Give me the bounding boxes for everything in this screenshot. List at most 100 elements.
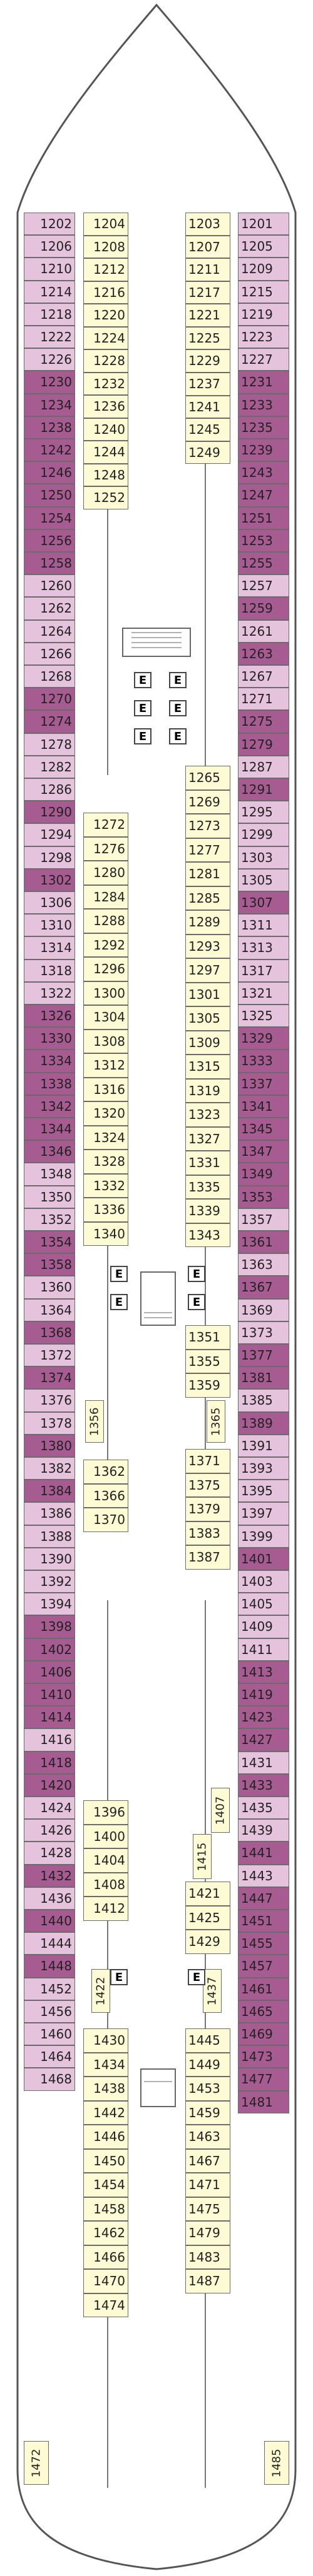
cabin-1237[interactable]: 1237 <box>185 373 230 396</box>
cabin-1278[interactable]: 1278 <box>24 733 75 756</box>
cabin-1442[interactable]: 1442 <box>83 2100 128 2125</box>
cabin-1404[interactable]: 1404 <box>83 1848 128 1873</box>
cabin-1387[interactable]: 1387 <box>185 1545 230 1570</box>
cabin-1383[interactable]: 1383 <box>185 1521 230 1545</box>
cabin-1338[interactable]: 1338 <box>24 1072 75 1095</box>
cabin-1402[interactable]: 1402 <box>24 1638 75 1661</box>
cabin-1474[interactable]: 1474 <box>83 2293 128 2317</box>
cabin-1400[interactable]: 1400 <box>83 1824 128 1848</box>
cabin-1427[interactable]: 1427 <box>238 1728 289 1752</box>
cabin-1457[interactable]: 1457 <box>238 1955 289 1978</box>
cabin-1381[interactable]: 1381 <box>238 1366 289 1390</box>
cabin-1428[interactable]: 1428 <box>24 1842 75 1865</box>
cabin-1364[interactable]: 1364 <box>24 1298 75 1321</box>
cabin-1306[interactable]: 1306 <box>24 891 75 915</box>
cabin-1325[interactable]: 1325 <box>238 1005 289 1028</box>
cabin-1232[interactable]: 1232 <box>83 372 128 395</box>
cabin-1327[interactable]: 1327 <box>185 1126 230 1151</box>
cabin-1395[interactable]: 1395 <box>238 1480 289 1503</box>
cabin-1300[interactable]: 1300 <box>83 981 128 1005</box>
cabin-1295[interactable]: 1295 <box>238 801 289 824</box>
cabin-1291[interactable]: 1291 <box>238 778 289 801</box>
cabin-1424[interactable]: 1424 <box>24 1797 75 1820</box>
cabin-1211[interactable]: 1211 <box>185 258 230 281</box>
cabin-1406[interactable]: 1406 <box>24 1660 75 1683</box>
cabin-1433[interactable]: 1433 <box>238 1773 289 1797</box>
cabin-1272[interactable]: 1272 <box>83 813 128 837</box>
cabin-1333[interactable]: 1333 <box>238 1050 289 1073</box>
cabin-1466[interactable]: 1466 <box>83 2245 128 2269</box>
cabin-1321[interactable]: 1321 <box>238 981 289 1005</box>
cabin-1264[interactable]: 1264 <box>24 619 75 643</box>
cabin-1389[interactable]: 1389 <box>238 1411 289 1435</box>
cabin-1397[interactable]: 1397 <box>238 1502 289 1525</box>
cabin-1384[interactable]: 1384 <box>24 1480 75 1503</box>
cabin-1246[interactable]: 1246 <box>24 461 75 484</box>
cabin-1483[interactable]: 1483 <box>185 2245 230 2269</box>
cabin-1326[interactable]: 1326 <box>24 1005 75 1028</box>
cabin-1468[interactable]: 1468 <box>24 2068 75 2091</box>
cabin-1366[interactable]: 1366 <box>83 1483 128 1508</box>
cabin-1303[interactable]: 1303 <box>238 846 289 869</box>
cabin-1334[interactable]: 1334 <box>24 1050 75 1073</box>
cabin-1250[interactable]: 1250 <box>24 484 75 507</box>
cabin-1359[interactable]: 1359 <box>185 1373 230 1398</box>
cabin-1244[interactable]: 1244 <box>83 441 128 464</box>
cabin-1324[interactable]: 1324 <box>83 1125 128 1150</box>
cabin-1377[interactable]: 1377 <box>238 1344 289 1367</box>
cabin-1436[interactable]: 1436 <box>24 1887 75 1910</box>
cabin-1220[interactable]: 1220 <box>83 304 128 327</box>
cabin-1210[interactable]: 1210 <box>24 258 75 281</box>
cabin-1311[interactable]: 1311 <box>238 914 289 937</box>
cabin-1228[interactable]: 1228 <box>83 349 128 373</box>
cabin-1282[interactable]: 1282 <box>24 755 75 778</box>
cabin-1344[interactable]: 1344 <box>24 1118 75 1141</box>
cabin-1245[interactable]: 1245 <box>185 418 230 441</box>
cabin-1419[interactable]: 1419 <box>238 1683 289 1706</box>
cabin-1337[interactable]: 1337 <box>238 1072 289 1095</box>
cabin-1399[interactable]: 1399 <box>238 1525 289 1548</box>
cabin-1277[interactable]: 1277 <box>185 838 230 862</box>
cabin-1293[interactable]: 1293 <box>185 934 230 958</box>
cabin-1390[interactable]: 1390 <box>24 1547 75 1570</box>
cabin-1380[interactable]: 1380 <box>24 1434 75 1457</box>
cabin-1257[interactable]: 1257 <box>238 574 289 598</box>
cabin-1431[interactable]: 1431 <box>238 1751 289 1774</box>
cabin-1460[interactable]: 1460 <box>24 2023 75 2046</box>
cabin-1201[interactable]: 1201 <box>238 213 289 236</box>
cabin-1375[interactable]: 1375 <box>185 1473 230 1497</box>
cabin-1274[interactable]: 1274 <box>24 710 75 733</box>
cabin-1316[interactable]: 1316 <box>83 1077 128 1101</box>
cabin-1227[interactable]: 1227 <box>238 348 289 371</box>
cabin-1281[interactable]: 1281 <box>185 862 230 886</box>
cabin-1447[interactable]: 1447 <box>238 1887 289 1910</box>
cabin-1351[interactable]: 1351 <box>185 1325 230 1350</box>
cabin-1354[interactable]: 1354 <box>24 1231 75 1254</box>
cabin-1423[interactable]: 1423 <box>238 1706 289 1729</box>
cabin-1361[interactable]: 1361 <box>238 1231 289 1254</box>
cabin-1430[interactable]: 1430 <box>83 2028 128 2053</box>
cabin-1362[interactable]: 1362 <box>83 1460 128 1484</box>
cabin-1205[interactable]: 1205 <box>238 235 289 258</box>
cabin-1401[interactable]: 1401 <box>238 1547 289 1570</box>
cabin-1235[interactable]: 1235 <box>238 416 289 439</box>
cabin-1355[interactable]: 1355 <box>185 1349 230 1373</box>
cabin-1444[interactable]: 1444 <box>24 1932 75 1955</box>
cabin-1229[interactable]: 1229 <box>185 349 230 373</box>
cabin-1441[interactable]: 1441 <box>238 1842 289 1865</box>
cabin-1437[interactable]: 1437 <box>203 1969 222 2013</box>
cabin-1287[interactable]: 1287 <box>238 755 289 778</box>
cabin-1280[interactable]: 1280 <box>83 861 128 885</box>
cabin-1298[interactable]: 1298 <box>24 846 75 869</box>
cabin-1315[interactable]: 1315 <box>185 1055 230 1079</box>
cabin-1218[interactable]: 1218 <box>24 303 75 326</box>
cabin-1472[interactable]: 1472 <box>24 2441 49 2485</box>
cabin-1454[interactable]: 1454 <box>83 2173 128 2197</box>
cabin-1319[interactable]: 1319 <box>185 1078 230 1103</box>
cabin-1388[interactable]: 1388 <box>24 1525 75 1548</box>
cabin-1471[interactable]: 1471 <box>185 2173 230 2197</box>
cabin-1448[interactable]: 1448 <box>24 1955 75 1978</box>
cabin-1365[interactable]: 1365 <box>207 1400 225 1443</box>
cabin-1475[interactable]: 1475 <box>185 2197 230 2221</box>
cabin-1356[interactable]: 1356 <box>85 1400 104 1443</box>
